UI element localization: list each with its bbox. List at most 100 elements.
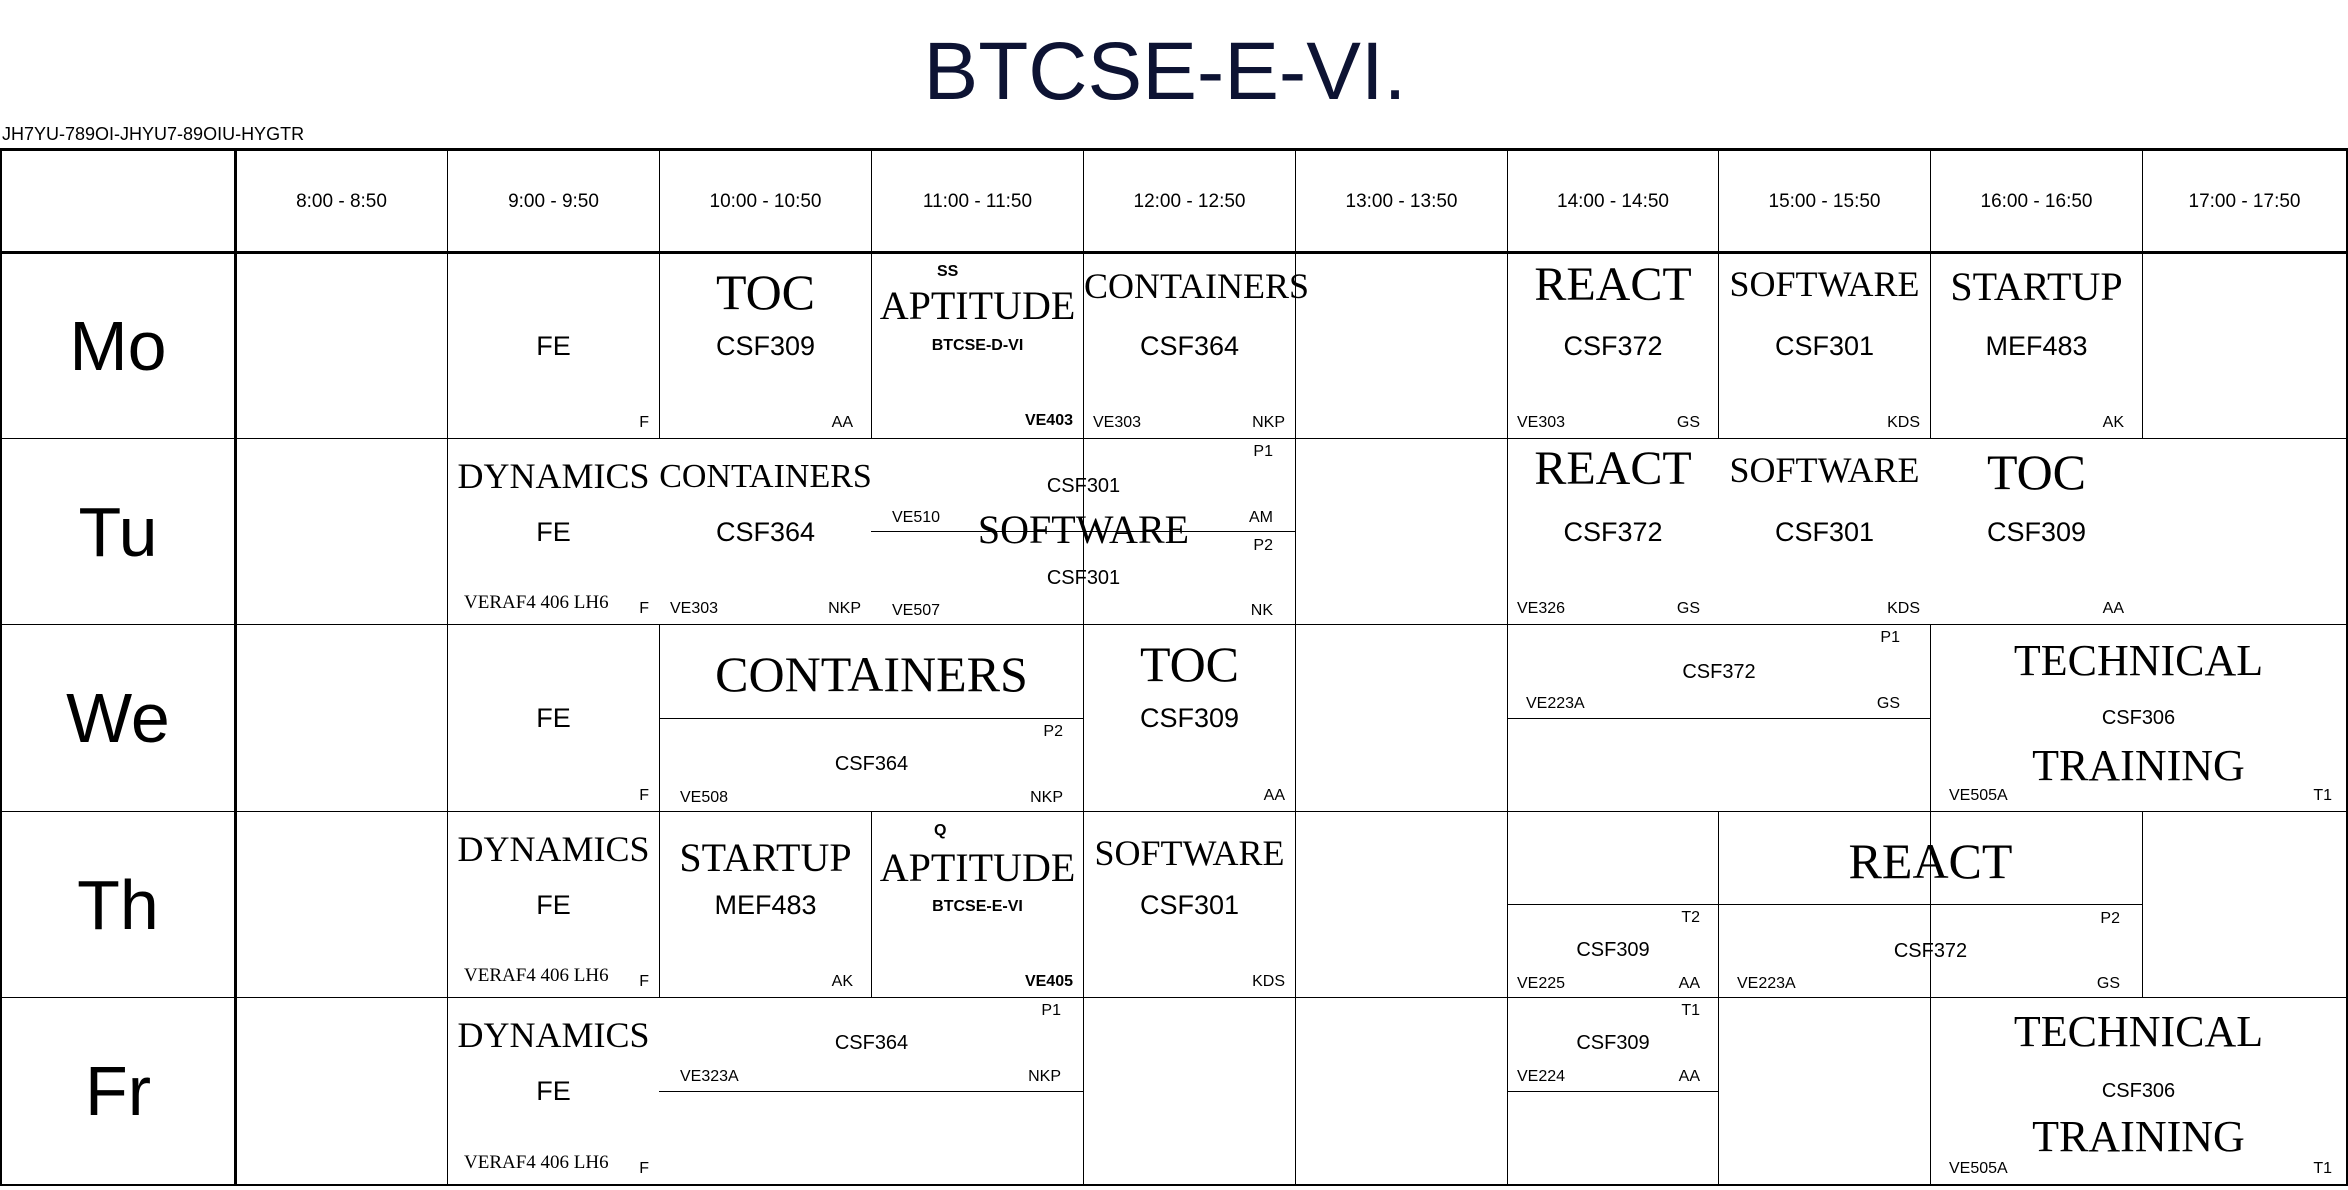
subject-name: DYNAMICS: [457, 1015, 650, 1055]
teacher: AA: [831, 414, 853, 431]
mo-software-cell[interactable]: SOFTWARE CSF301 KDS: [1719, 253, 1930, 438]
subject-name: APTITUDE: [879, 845, 1076, 890]
mo-fe-cell[interactable]: FE F: [448, 253, 659, 438]
teacher: GS: [1676, 600, 1700, 617]
teacher: F: [639, 1160, 649, 1177]
room: VE225: [1517, 975, 1566, 992]
th-dynamics-cell[interactable]: DYNAMICS FE VERAF4 406 LH6 F: [448, 812, 659, 997]
subject-name: REACT: [1534, 258, 1692, 311]
day-label-tu: Tu: [78, 492, 158, 571]
subject-name: SOFTWARE: [977, 507, 1190, 552]
mo-toc-cell[interactable]: TOC CSF309 AA: [660, 253, 871, 438]
time-slot-8: 15:00 - 15:50: [1768, 190, 1881, 212]
th-startup-cell[interactable]: STARTUP MEF483 AK: [660, 812, 871, 997]
subject-code: CSF372: [1563, 331, 1663, 361]
we-technical-training-cell[interactable]: TECHNICAL CSF306 TRAINING VE505A T1: [1931, 625, 2346, 811]
fr-dynamics-cell[interactable]: DYNAMICS FE VERAF4 406 LH6 F: [448, 998, 659, 1184]
teacher: KDS: [1252, 973, 1285, 990]
time-slot-10: 17:00 - 17:50: [2188, 190, 2301, 212]
subject-code: FE: [536, 1076, 571, 1106]
day-label-mo: Mo: [69, 306, 167, 385]
subject-code: CSF364: [715, 517, 816, 547]
teacher: GS: [1676, 414, 1700, 431]
subject-code: CSF301: [1774, 331, 1875, 361]
day-label-fr: Fr: [84, 1052, 152, 1130]
th-software-cell[interactable]: SOFTWARE CSF301 KDS: [1084, 812, 1295, 997]
we-toc-cell[interactable]: TOC CSF309 AA: [1084, 625, 1295, 811]
group: P2: [1043, 723, 1063, 740]
subject-code: CSF364: [834, 1032, 909, 1054]
mo-react-cell[interactable]: REACT CSF372 VE303 GS: [1508, 253, 1718, 438]
subject-code: FE: [536, 331, 571, 361]
teacher: F: [639, 414, 649, 431]
subject-name-1: TECHNICAL: [2013, 636, 2264, 685]
teacher: KDS: [1887, 414, 1920, 431]
fr-containers-cell[interactable]: P1 CSF364 VE323A NKP: [660, 998, 1083, 1091]
time-slot-1: 8:00 - 8:50: [296, 190, 387, 212]
we-react-cell[interactable]: P1 CSF372 VE223A GS: [1508, 625, 1930, 718]
room: VE508: [680, 789, 729, 806]
subject-name-1: TECHNICAL: [2013, 1007, 2264, 1056]
subject-code: CSF364: [834, 753, 909, 775]
th-toc-cell[interactable]: T2 CSF309 VE225 AA: [1508, 905, 1718, 997]
mo-aptitude-cell[interactable]: SS APTITUDE BTCSE-D-VI VE403: [872, 253, 1083, 438]
subject-code: CSF306: [2101, 1080, 2176, 1102]
time-slot-4: 11:00 - 11:50: [922, 190, 1033, 212]
fr-technical-training-cell[interactable]: TECHNICAL CSF306 TRAINING VE505A T1: [1931, 998, 2346, 1184]
subject-name: SOFTWARE: [1729, 264, 1920, 304]
room: VE505A: [1949, 1160, 2008, 1177]
group: P2: [2100, 910, 2120, 927]
time-slot-7: 14:00 - 14:50: [1557, 190, 1669, 212]
mo-containers-cell[interactable]: CONTAINERS CSF364 VE303 NKP: [1084, 253, 1309, 438]
group: T1: [1681, 1002, 1700, 1019]
tu-software-cell[interactable]: P1 CSF301 VE510 AM SOFTWARE P2 CSF301 VE…: [872, 439, 1295, 624]
teacher: NKP: [1028, 1068, 1061, 1085]
tu-dynamics-cell[interactable]: DYNAMICS FE VERAF4 406 LH6 F: [448, 439, 659, 624]
room: VE223A: [1737, 975, 1796, 992]
tu-software2-cell[interactable]: SOFTWARE CSF301 KDS: [1719, 439, 1930, 624]
tu-containers-cell[interactable]: CONTAINERS CSF364 VE303 NKP: [659, 439, 872, 624]
teacher: KDS: [1887, 600, 1920, 617]
we-fe-cell[interactable]: FE F: [448, 625, 659, 811]
we-containers-cell[interactable]: CONTAINERS P2 CSF364 VE508 NKP: [660, 625, 1083, 811]
time-slot-5: 12:00 - 12:50: [1133, 190, 1246, 212]
group-p1: P1: [1253, 443, 1273, 460]
th-aptitude-cell[interactable]: Q APTITUDE BTCSE-E-VI VE405: [872, 812, 1083, 997]
subject-name: APTITUDE: [879, 283, 1076, 328]
group-p2: P2: [1253, 537, 1273, 554]
subject-name: DYNAMICS: [457, 456, 650, 496]
teacher: GS: [1876, 695, 1900, 712]
room: VE505A: [1949, 787, 2008, 804]
teacher-p2: NK: [1250, 602, 1273, 619]
tu-react-cell[interactable]: REACT CSF372 VE326 GS: [1508, 439, 1718, 624]
subject-name-2: TRAINING: [2032, 741, 2245, 790]
subject-code: FE: [536, 517, 571, 547]
subject-name: REACT: [1534, 442, 1692, 495]
time-slot-2: 9:00 - 9:50: [508, 190, 599, 212]
subject-name: SOFTWARE: [1729, 450, 1920, 490]
subject-name: STARTUP: [679, 835, 852, 880]
subject-code: MEF483: [714, 890, 817, 920]
group: BTCSE-D-VI: [931, 337, 1024, 354]
page-title: BTCSE-E-VI.: [923, 26, 1407, 117]
group: P1: [1041, 1002, 1061, 1019]
fr-toc-cell[interactable]: T1 CSF309 VE224 AA: [1508, 998, 1718, 1091]
th-react-cell[interactable]: REACT P2 CSF372 VE223A GS: [1719, 812, 2142, 997]
tu-toc-cell[interactable]: TOC CSF309 AA: [1931, 439, 2142, 624]
subject-name-2: TRAINING: [2032, 1112, 2245, 1161]
subject-name: DYNAMICS: [457, 829, 650, 869]
room: VE303: [1517, 414, 1566, 431]
tag: SS: [937, 263, 959, 280]
room-p2: VE507: [892, 602, 941, 619]
subject-name: REACT: [1848, 833, 2013, 889]
time-slot-3: 10:00 - 10:50: [709, 190, 822, 212]
subject-name: SOFTWARE: [1094, 833, 1285, 873]
subject-code: CSF372: [1682, 661, 1756, 683]
group: BTCSE-E-VI: [932, 898, 1023, 915]
group: T2: [1681, 909, 1700, 926]
mo-startup-cell[interactable]: STARTUP MEF483 AK: [1931, 253, 2142, 438]
subject-code: MEF483: [1985, 331, 2088, 361]
group: T1: [2313, 1160, 2332, 1177]
subject-code: FE: [536, 890, 571, 920]
time-slot-9: 16:00 - 16:50: [1980, 190, 2093, 212]
